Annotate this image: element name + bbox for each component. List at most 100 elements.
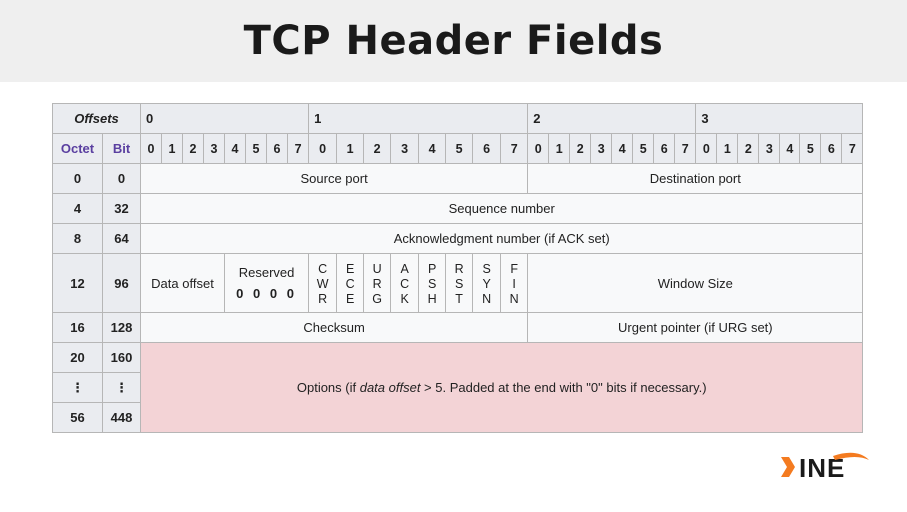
flag-letter: T	[455, 291, 463, 306]
logo-chevron-icon	[781, 457, 795, 477]
bit-number-cell: 0	[308, 133, 338, 164]
octet-offset-0: 0	[139, 103, 310, 134]
bit-number-cell: 7	[841, 133, 864, 164]
options-suffix: > 5. Padded at the end with "0" bits if …	[420, 380, 707, 395]
flag-letter: Y	[482, 276, 491, 291]
octet-cell: 4	[52, 193, 103, 224]
checksum-field: Checksum	[139, 312, 529, 343]
octet-offset-2: 2	[527, 103, 697, 134]
octet-column-header: Octet	[52, 133, 103, 164]
data-offset-field: Data offset	[140, 253, 225, 313]
flag-letter: N	[509, 291, 519, 306]
bit-number-cell: 4	[611, 133, 634, 164]
flag-letter: U	[372, 261, 382, 276]
bit-number-cell: 1	[716, 133, 739, 164]
bit-number-cell: 0	[527, 133, 550, 164]
acknowledgment-number-field: Acknowledgment number (if ACK set)	[139, 223, 864, 254]
flag-letter: W	[316, 276, 329, 291]
flag-letter: S	[427, 276, 437, 291]
octet-offset-1: 1	[308, 103, 529, 134]
offsets-header: Offsets	[52, 103, 141, 134]
bit-number-cell: 2	[569, 133, 592, 164]
flag-letter: I	[512, 276, 516, 291]
flag-letter: S	[482, 261, 491, 276]
octet-offset-3: 3	[695, 103, 864, 134]
bit-number-cell: 3	[758, 133, 781, 164]
octet-cell: 56	[52, 402, 103, 433]
bit-number-cell: 6	[472, 133, 502, 164]
bit-cell: 96	[102, 253, 141, 313]
bit-cell: 0	[102, 163, 141, 194]
octet-cell: 20	[52, 342, 103, 373]
page-title: TCP Header Fields	[243, 18, 664, 64]
header-row-16: 16 128 Checksum Urgent pointer (if URG s…	[52, 312, 864, 343]
bit-number-cell: 7	[500, 133, 529, 164]
bit-number-cell: 3	[390, 133, 420, 164]
bit-number-cell: 6	[266, 133, 288, 164]
octet-cell: 0	[52, 163, 103, 194]
offsets-row: Offsets 0 1 2 3	[52, 103, 864, 134]
bit-number-cell: 3	[203, 133, 225, 164]
octet-cell: 8	[52, 223, 103, 254]
urgent-pointer-field: Urgent pointer (if URG set)	[527, 312, 864, 343]
flag-letter: R	[372, 276, 382, 291]
bit-number-cell: 2	[737, 133, 760, 164]
header-row-20: 20 160 Options (if data offset > 5. Padd…	[52, 342, 864, 433]
bit-cell: 64	[102, 223, 141, 254]
bit-cell: 128	[102, 312, 141, 343]
flag-letter: C	[400, 276, 410, 291]
bit-number-cell: 0	[695, 133, 718, 164]
octet-cell: 16	[52, 312, 103, 343]
bit-number-cell: 4	[224, 133, 246, 164]
flag-letter: N	[482, 291, 492, 306]
flag-letter: K	[400, 291, 409, 306]
bit-number-cell: 3	[590, 133, 613, 164]
options-prefix: Options (if	[296, 380, 360, 395]
octet-cell: ⋮	[52, 372, 103, 403]
bit-cell: 32	[102, 193, 141, 224]
reserved-field: Reserved 0 0 0 0	[223, 253, 310, 313]
ine-logo: INE	[781, 452, 869, 483]
octet-cell: 12	[52, 253, 103, 313]
bit-number-cell: 6	[820, 133, 843, 164]
bit-number-cell: 1	[336, 133, 365, 164]
flag-letter: C	[318, 261, 328, 276]
header-row-8: 8 64 Acknowledgment number (if ACK set)	[52, 223, 864, 254]
sequence-number-field: Sequence number	[139, 193, 864, 224]
options-emphasis: data offset	[359, 380, 421, 395]
bit-number-cell: 1	[548, 133, 571, 164]
bit-number-cell: 2	[182, 133, 204, 164]
bit-number-cell: 7	[674, 133, 697, 164]
bit-number-cell: 2	[363, 133, 392, 164]
bit-number-cell: 7	[286, 133, 310, 164]
bit-number-cell: 4	[418, 133, 447, 164]
flag-letter: E	[345, 291, 355, 306]
bit-cell: 448	[102, 402, 141, 433]
bit-number-cell: 5	[632, 133, 655, 164]
reserved-label: Reserved	[238, 265, 295, 280]
bit-number-cell: 1	[161, 133, 183, 164]
header-row-ellipsis: ⋮ ⋮	[52, 372, 863, 403]
reserved-value: 0 0 0 0	[236, 286, 297, 301]
bit-number-cell: 0	[140, 133, 162, 164]
options-field: Options (if data offset > 5. Padded at t…	[139, 342, 864, 433]
flag-letter: H	[427, 291, 437, 306]
header-row-56: 56 448	[52, 402, 863, 433]
bit-number-cell: 5	[245, 133, 267, 164]
header-row-4: 4 32 Sequence number	[52, 193, 864, 224]
title-banner: TCP Header Fields	[0, 0, 907, 82]
flag-letter: F	[510, 261, 518, 276]
bit-number-cell: 4	[779, 133, 801, 164]
flag-letter: E	[345, 261, 355, 276]
flag-letter: R	[454, 261, 464, 276]
bit-number-cell: 5	[799, 133, 822, 164]
logo-swoosh-icon	[833, 452, 869, 460]
flag-letter: G	[372, 291, 382, 306]
